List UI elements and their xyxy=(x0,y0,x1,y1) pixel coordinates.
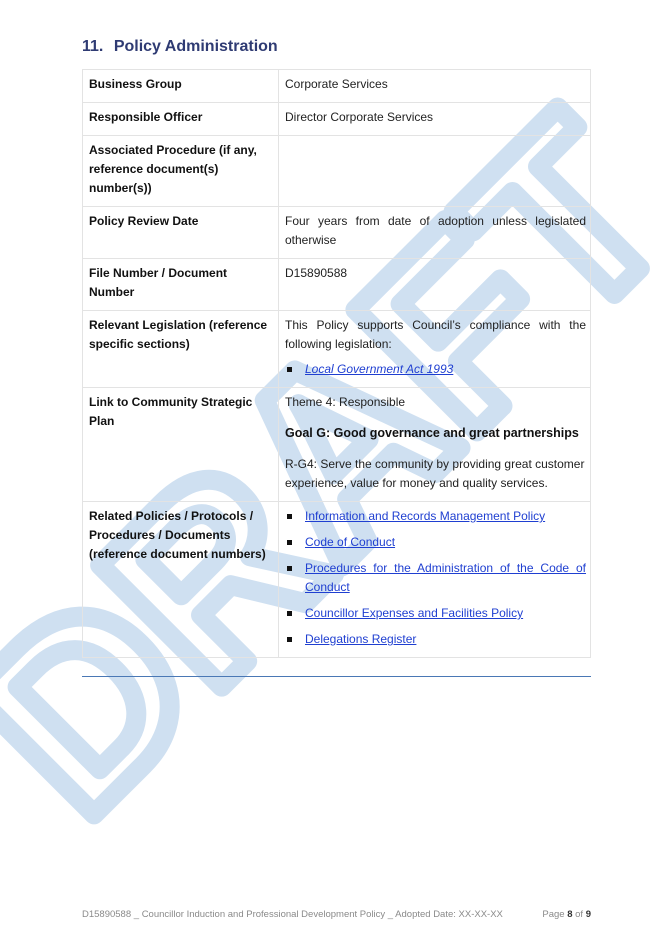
list-item: Procedures for the Administration of the… xyxy=(285,559,586,597)
row-label-business-group: Business Group xyxy=(82,69,279,103)
footer-page-prefix: Page xyxy=(542,909,565,920)
row-label-associated-procedure: Associated Procedure (if any, reference … xyxy=(82,135,279,207)
legislation-list: Local Government Act 1993 xyxy=(285,360,586,379)
bullet-icon xyxy=(287,367,292,372)
row-value-strategic-plan: Theme 4: Responsible Goal G: Good govern… xyxy=(278,387,591,502)
row-value-legislation: This Policy supports Council’s complianc… xyxy=(278,310,591,388)
row-value-file-number: D15890588 xyxy=(278,258,591,311)
row-label-responsible-officer: Responsible Officer xyxy=(82,102,279,136)
strategic-goal: Goal G: Good governance and great partne… xyxy=(285,426,579,440)
row-value-responsible-officer: Director Corporate Services xyxy=(278,102,591,136)
bullet-icon xyxy=(287,566,292,571)
table-row: Responsible Officer Director Corporate S… xyxy=(82,102,591,136)
section-number: 11. xyxy=(82,38,104,55)
delegations-register-link[interactable]: Delegations Register xyxy=(305,632,417,646)
table-row: File Number / Document Number D15890588 xyxy=(82,258,591,311)
bullet-icon xyxy=(287,540,292,545)
list-item: Code of Conduct xyxy=(285,533,586,552)
list-item: Information and Records Management Polic… xyxy=(285,507,586,526)
section-divider xyxy=(82,676,591,677)
records-management-policy-link[interactable]: Information and Records Management Polic… xyxy=(305,509,546,523)
row-value-related-policies: Information and Records Management Polic… xyxy=(278,501,591,658)
footer-page-number: Page 8 of 9 xyxy=(542,909,591,920)
footer-page-current: 8 xyxy=(567,909,573,920)
code-of-conduct-link[interactable]: Code of Conduct xyxy=(305,535,396,549)
row-label-file-number: File Number / Document Number xyxy=(82,258,279,311)
list-item: Delegations Register xyxy=(285,630,586,649)
councillor-expenses-policy-link[interactable]: Councillor Expenses and Facilities Polic… xyxy=(305,606,524,620)
table-row: Related Policies / Protocols / Procedure… xyxy=(82,501,591,658)
bullet-icon xyxy=(287,637,292,642)
bullet-icon xyxy=(287,611,292,616)
related-policies-list: Information and Records Management Polic… xyxy=(285,507,586,649)
row-value-review-date: Four years from date of adoption unless … xyxy=(278,206,591,259)
table-row: Business Group Corporate Services xyxy=(82,69,591,103)
row-label-strategic-plan: Link to Community Strategic Plan xyxy=(82,387,279,502)
local-government-act-link[interactable]: Local Government Act 1993 xyxy=(305,362,454,376)
section-title: Policy Administration xyxy=(113,38,278,55)
legislation-intro: This Policy supports Council’s complianc… xyxy=(285,318,586,351)
strategic-objective: R-G4: Serve the community by providing g… xyxy=(285,457,585,490)
row-label-legislation: Relevant Legislation (reference specific… xyxy=(82,310,279,388)
list-item: Councillor Expenses and Facilities Polic… xyxy=(285,604,586,623)
table-row: Link to Community Strategic Plan Theme 4… xyxy=(82,387,591,502)
table-row: Relevant Legislation (reference specific… xyxy=(82,310,591,388)
section-heading: 11. Policy Administration xyxy=(82,38,278,56)
footer-document-info: D15890588 _ Councillor Induction and Pro… xyxy=(82,909,503,920)
footer-page-total: 9 xyxy=(585,909,591,920)
footer-page-sep: of xyxy=(575,909,584,920)
bullet-icon xyxy=(287,514,292,519)
list-item: Local Government Act 1993 xyxy=(285,360,586,379)
row-value-business-group: Corporate Services xyxy=(278,69,591,103)
table-row: Associated Procedure (if any, reference … xyxy=(82,135,591,207)
row-label-review-date: Policy Review Date xyxy=(82,206,279,259)
code-of-conduct-procedures-link[interactable]: Procedures for the Administration of the… xyxy=(305,561,586,594)
row-label-related-policies: Related Policies / Protocols / Procedure… xyxy=(82,501,279,658)
row-value-associated-procedure xyxy=(278,135,591,207)
table-row: Policy Review Date Four years from date … xyxy=(82,206,591,259)
page-footer: D15890588 _ Councillor Induction and Pro… xyxy=(82,909,591,920)
strategic-theme: Theme 4: Responsible xyxy=(285,395,406,409)
policy-administration-table: Business Group Corporate Services Respon… xyxy=(82,69,591,658)
